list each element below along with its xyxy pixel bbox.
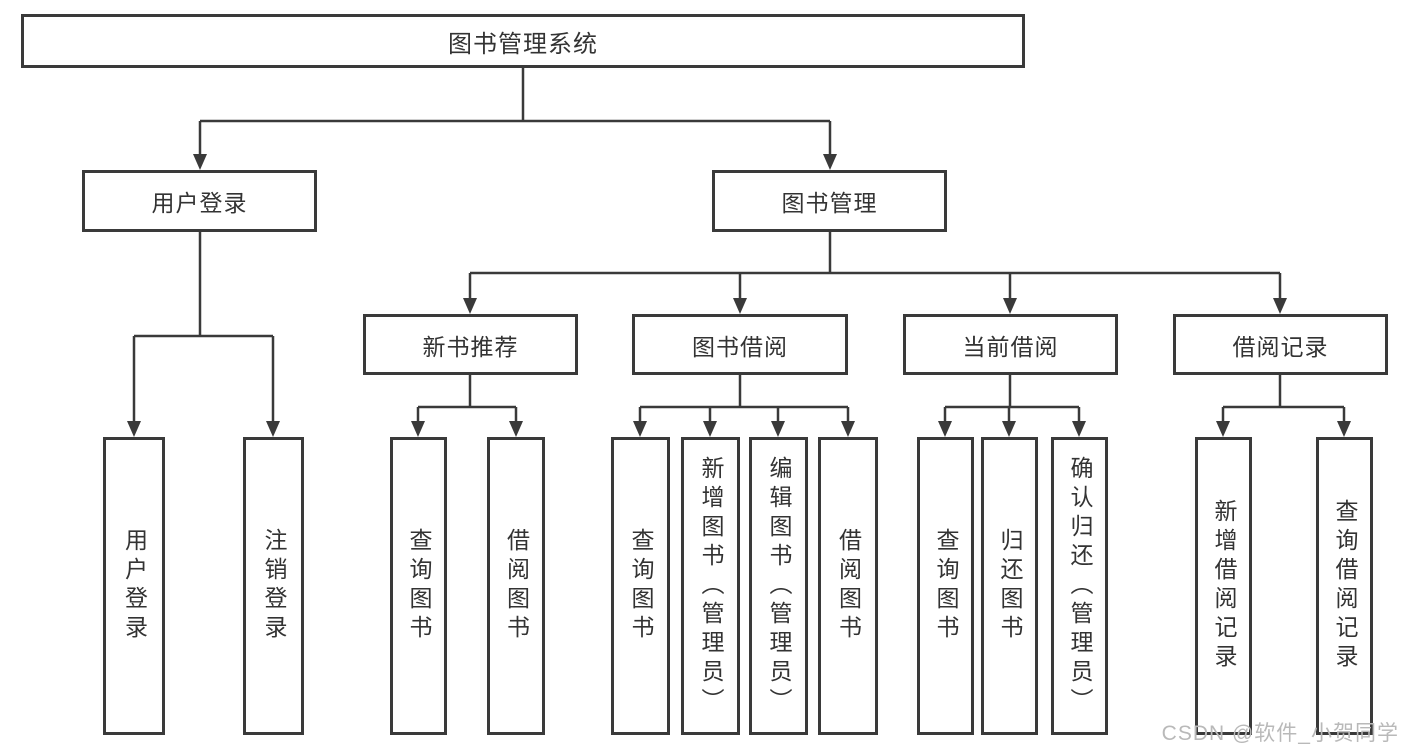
node-book-borrow: 图书借阅 <box>632 314 848 375</box>
leaf-query-borrow-record: 查询借阅记录 <box>1316 437 1373 735</box>
node-label: 借阅图书 <box>503 528 530 644</box>
node-label: 查询图书 <box>628 528 654 644</box>
node-label: 借阅图书 <box>835 528 862 644</box>
leaf-add-borrow-record: 新增借阅记录 <box>1195 437 1252 735</box>
node-label: 注销登录 <box>261 528 287 644</box>
node-label: 查询图书 <box>933 528 959 644</box>
node-new-book-recommend: 新书推荐 <box>363 314 578 375</box>
leaf-edit-books-admin: 编辑图书（管理员） <box>749 437 808 735</box>
node-label: 查询借阅记录 <box>1332 499 1358 673</box>
csdn-watermark: CSDN @软件_小贺同学 <box>1161 722 1399 745</box>
leaf-confirm-return-admin: 确认归还（管理员） <box>1051 437 1108 735</box>
node-label: 图书管理 <box>781 190 878 216</box>
node-label: 归还图书 <box>997 528 1023 644</box>
node-book-management: 图书管理 <box>712 170 947 232</box>
leaf-logout: 注销登录 <box>243 437 304 735</box>
leaf-query-books-borrow: 查询图书 <box>611 437 670 735</box>
leaf-borrow-books-recommend: 借阅图书 <box>487 437 545 735</box>
node-label: 确认归还（管理员） <box>1067 455 1093 717</box>
node-label: 图书借阅 <box>692 333 788 360</box>
leaf-return-books: 归还图书 <box>981 437 1038 735</box>
node-label: 新书推荐 <box>422 333 519 360</box>
node-label: 当前借阅 <box>962 333 1059 360</box>
node-label: 借阅记录 <box>1232 333 1329 360</box>
node-current-borrow: 当前借阅 <box>903 314 1118 375</box>
node-label: 图书管理系统 <box>448 30 598 58</box>
node-label: 新增借阅记录 <box>1211 499 1237 673</box>
node-label: 查询图书 <box>406 528 432 644</box>
node-borrow-records: 借阅记录 <box>1173 314 1388 375</box>
node-label: 新增图书（管理员） <box>698 455 724 717</box>
node-root: 图书管理系统 <box>21 14 1025 68</box>
node-label: 用户登录 <box>121 528 148 644</box>
leaf-borrow-books: 借阅图书 <box>818 437 878 735</box>
leaf-user-login: 用户登录 <box>103 437 165 735</box>
node-label: 编辑图书（管理员） <box>766 455 792 717</box>
node-user-login: 用户登录 <box>82 170 317 232</box>
leaf-add-books-admin: 新增图书（管理员） <box>681 437 740 735</box>
node-label: 用户登录 <box>151 190 248 216</box>
leaf-query-books-recommend: 查询图书 <box>390 437 447 735</box>
leaf-query-books-current: 查询图书 <box>917 437 974 735</box>
